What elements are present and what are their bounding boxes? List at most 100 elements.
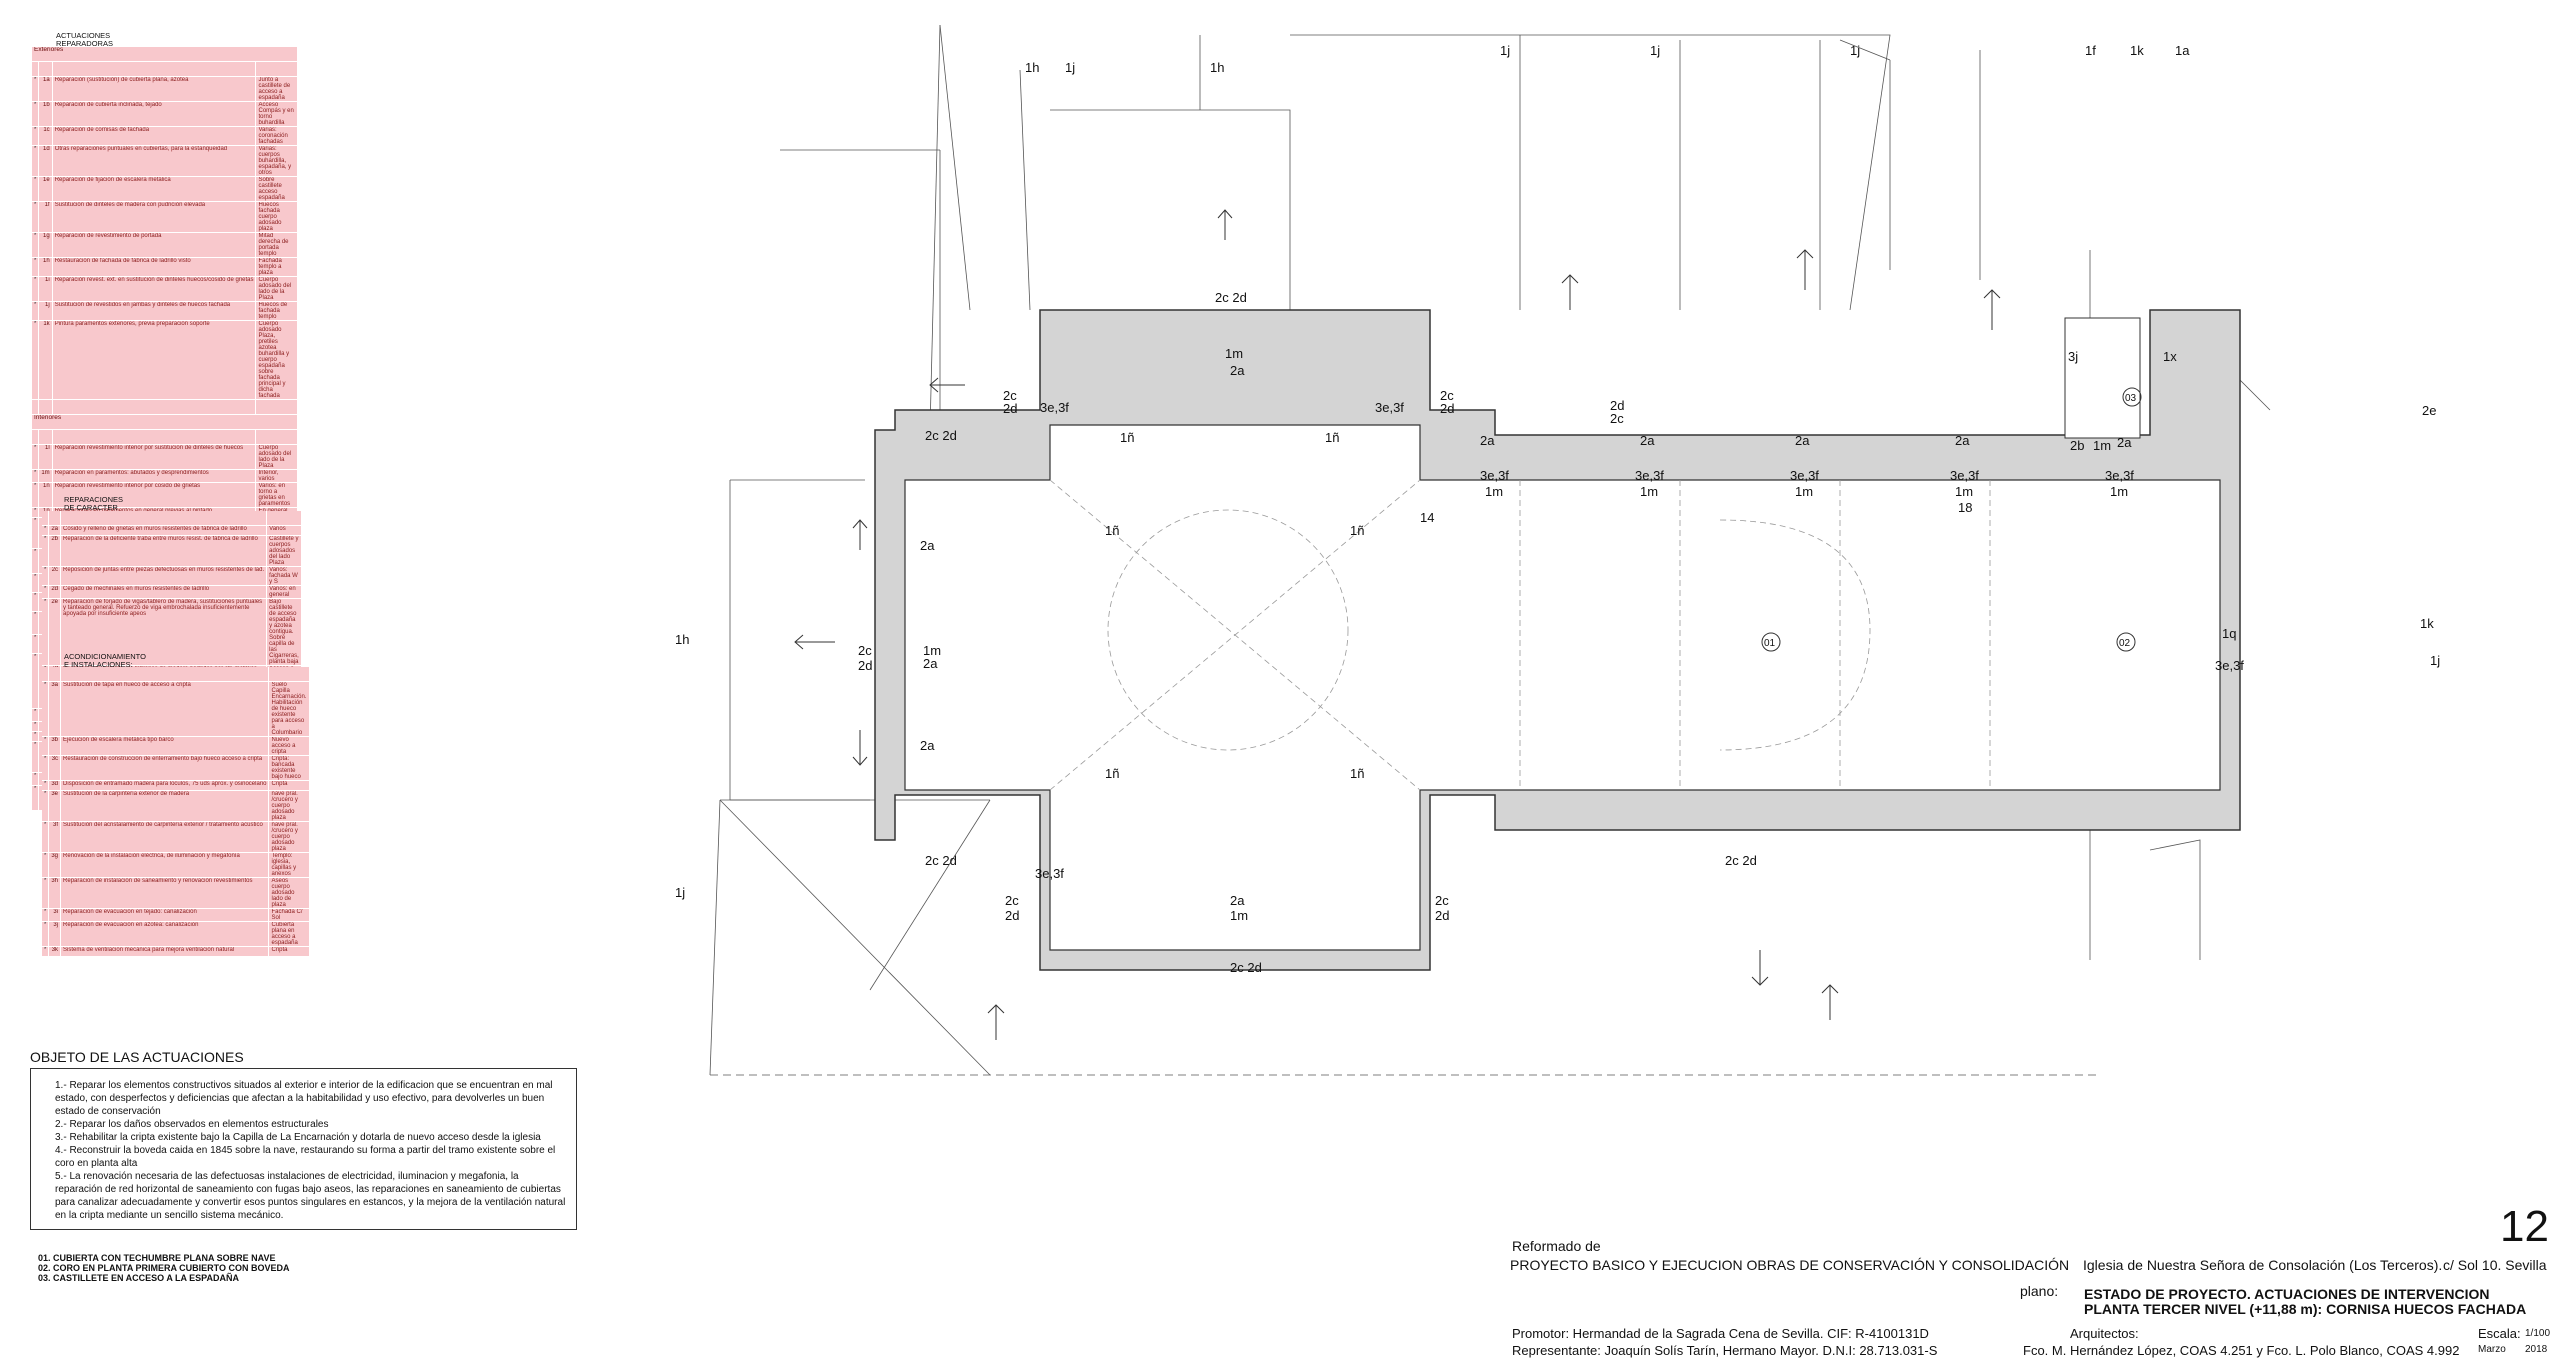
table-cell-code: 1l [38,444,53,470]
svg-text:2a: 2a [1640,433,1655,448]
svg-text:1j: 1j [675,885,685,900]
table-cell-star: * [42,535,50,567]
table-cell-star: * [42,790,50,822]
svg-text:1h: 1h [1210,60,1224,75]
table-cell-star: * [32,145,40,177]
svg-text:2a: 2a [920,738,935,753]
table-cell-desc: Reparación de cubierta inclinada, tejado [52,101,257,127]
table-cell-loc: nave pral. /crucero y cuerpo adosado pla… [268,821,310,853]
notes: 01. CUBIERTA CON TECHUMBRE PLANA SOBRE N… [38,1253,290,1283]
svg-text:2d: 2d [1005,908,1019,923]
table-cell-code: 1n [38,482,53,508]
table-cell-star: * [32,482,40,508]
svg-text:1a: 1a [2175,43,2190,58]
fecha-mes: Marzo [2478,1344,2506,1355]
svg-text:1j: 1j [2430,653,2440,668]
svg-text:01: 01 [1764,638,1776,649]
arquitectos: Fco. M. Hernández López, COAS 4.251 y Fc… [2023,1343,2460,1358]
table-cell-code: 1m [38,469,53,483]
table-cell-star: * [32,320,40,400]
address: c/ Sol 10. Sevilla [2443,1257,2547,1273]
table-cell-desc: Reparación de evacuación en azotea: cana… [60,921,270,947]
table-cell-code: 1g [38,232,53,258]
svg-text:2c 2d: 2c 2d [1230,960,1262,975]
svg-text:1m: 1m [923,643,941,658]
promotor: Promotor: Hermandad de la Sagrada Cena d… [1512,1326,1929,1341]
svg-text:1q: 1q [2222,626,2236,641]
table-cell-desc: Reparación revest. ext. en sustitución d… [52,276,257,302]
svg-text:1j: 1j [1065,60,1075,75]
table-cell-desc: Reparación de cornisas de fachada [52,126,257,146]
table-cell-loc: Cripta [268,780,310,791]
table-cell-code: 1f [38,201,53,233]
table-cell-loc: Varias: coronación fachadas [255,126,299,146]
subheader-label: Interiores [32,414,299,430]
table-cell-desc: Cegado de mechinales en muros resistente… [60,585,268,599]
svg-text:18: 18 [1958,500,1972,515]
fecha-anio: 2018 [2525,1344,2548,1355]
svg-text:3j: 3j [2068,349,2078,364]
svg-text:1k: 1k [2420,616,2434,631]
svg-text:2d: 2d [1435,908,1449,923]
table-cell-star: * [32,708,40,722]
table-cell-code: 3e [48,790,62,822]
svg-text:3e,3f: 3e,3f [1635,468,1664,483]
svg-text:14: 14 [1420,510,1434,525]
table-cell-loc: Castillete y cuerpos adosados del lado P… [266,535,302,567]
table-cell-star: * [42,755,50,781]
table-cell-desc: Sustitución de revestidos en jambas y di… [52,301,257,321]
representante: Representante: Joaquín Solís Tarín, Herm… [1512,1343,1938,1358]
svg-text:1m: 1m [2110,484,2128,499]
table-cell-loc: Mitad derecha de portada templo [255,232,299,258]
svg-text:2c: 2c [858,643,872,658]
table-cell-desc: Reparación de evacuación en tejado: cana… [60,908,270,922]
svg-text:2d: 2d [858,658,872,673]
table-cell-loc: Varios: en torno a grietas en paramentos [255,482,299,508]
project-title: PROYECTO BASICO Y EJECUCION OBRAS DE CON… [1510,1257,2070,1273]
table-cell-desc: Sustitución del acristalamiento de carpi… [60,821,270,853]
note-02: 02. CORO EN PLANTA PRIMERA CUBIERTO CON … [38,1263,290,1273]
svg-text:1j: 1j [1650,43,1660,58]
table-cell-loc: nave pral. /crucero y cuerpo adosado pla… [268,790,310,822]
table-cell-star: * [32,126,40,146]
svg-text:1m: 1m [1230,908,1248,923]
table-cell-star: * [42,736,50,756]
spacer-row [32,429,299,445]
church-name: Iglesia de Nuestra Señora de Consolación… [2083,1257,2443,1273]
svg-text:1ñ: 1ñ [1120,430,1134,445]
svg-text:2c: 2c [1005,893,1019,908]
svg-text:2a: 2a [1230,893,1245,908]
table-cell-loc: Varios [266,525,302,536]
svg-text:2c 2d: 2c 2d [925,428,957,443]
table-cell-star: * [32,721,40,732]
table-cell-code: 1h [38,257,53,277]
table-cell-loc: Huecos de fachada templo [255,301,299,321]
table-cell-loc: Varios: en general [266,585,302,599]
svg-text:3e,3f: 3e,3f [2215,658,2244,673]
svg-text:2e: 2e [2422,403,2436,418]
table-cell-code: 3d [48,780,62,791]
table-cell-star: * [32,573,40,593]
table-cell-desc: Ejecución de escalera metálica tipo barc… [60,736,270,756]
table-cell-code: 3j [48,921,62,947]
escala-value: 1/100 [2525,1328,2551,1339]
svg-text:2a: 2a [920,538,935,553]
table-cell-star: * [42,921,50,947]
svg-text:3e,3f: 3e,3f [1375,400,1404,415]
table-cell-loc: Interior, varios [255,469,299,483]
table-cell-loc: Acceso Compás y en torno buhardilla [255,101,299,127]
note-01: 01. CUBIERTA CON TECHUMBRE PLANA SOBRE N… [38,1253,276,1263]
table-cell-code: 3f [48,821,62,853]
table-cell-loc: Fachada templo a plaza [255,257,299,277]
svg-text:1h: 1h [1025,60,1039,75]
